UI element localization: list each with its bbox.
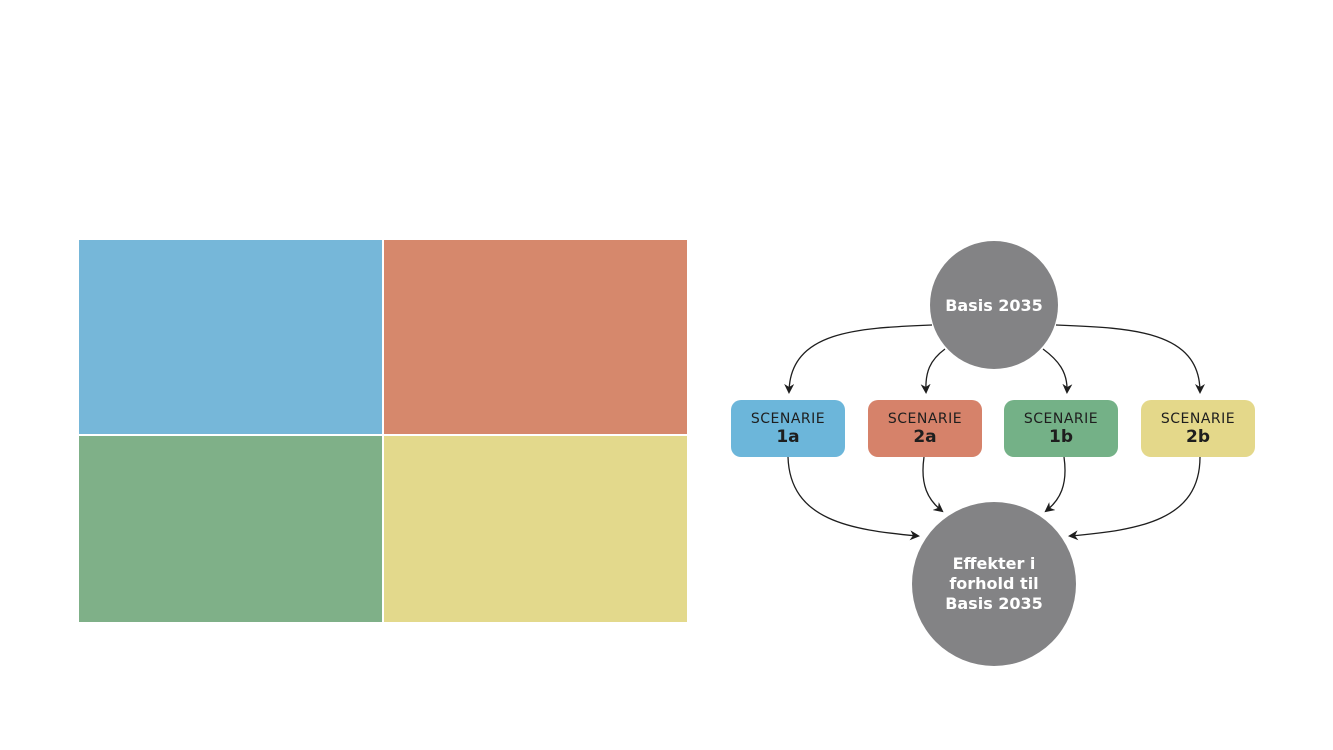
scenario-1b-id: 1b: [1049, 426, 1073, 447]
green-quadrant: [79, 436, 383, 622]
basis-2035-circle: Basis 2035: [930, 241, 1058, 369]
arrow-1b-to-effekter: [1044, 456, 1066, 513]
scenario-2b-box: SCENARIE 2b: [1141, 400, 1255, 457]
scenario-1b-label: SCENARIE: [1023, 410, 1099, 427]
scenario-2b-id: 2b: [1186, 426, 1210, 447]
color-quadrant-grid: [79, 240, 687, 622]
scenario-1a-id: 1a: [776, 426, 800, 447]
arrow-basis-to-2a: [920, 348, 946, 394]
arrow-2b-to-effekter: [1068, 456, 1201, 541]
scenario-2a-label: SCENARIE: [887, 410, 963, 427]
effekter-label: Effekter i forhold til Basis 2035: [945, 554, 1043, 613]
scenario-1a-box: SCENARIE 1a: [731, 400, 845, 457]
arrow-basis-to-2b: [1055, 324, 1205, 394]
yellow-quadrant: [383, 436, 687, 622]
scenario-1a-label: SCENARIE: [750, 410, 826, 427]
red-quadrant: [383, 240, 687, 436]
basis-2035-label: Basis 2035: [945, 295, 1043, 315]
arrow-1a-to-effekter: [787, 456, 920, 541]
arrow-2a-to-effekter: [922, 456, 944, 513]
scenario-2b-label: SCENARIE: [1160, 410, 1236, 427]
scenario-1b-box: SCENARIE 1b: [1004, 400, 1118, 457]
scenario-2a-id: 2a: [913, 426, 937, 447]
blue-quadrant: [79, 240, 383, 436]
arrow-basis-to-1b: [1042, 348, 1073, 394]
arrow-basis-to-1a: [784, 324, 933, 394]
effekter-circle: Effekter i forhold til Basis 2035: [912, 502, 1076, 666]
scenario-2a-box: SCENARIE 2a: [868, 400, 982, 457]
